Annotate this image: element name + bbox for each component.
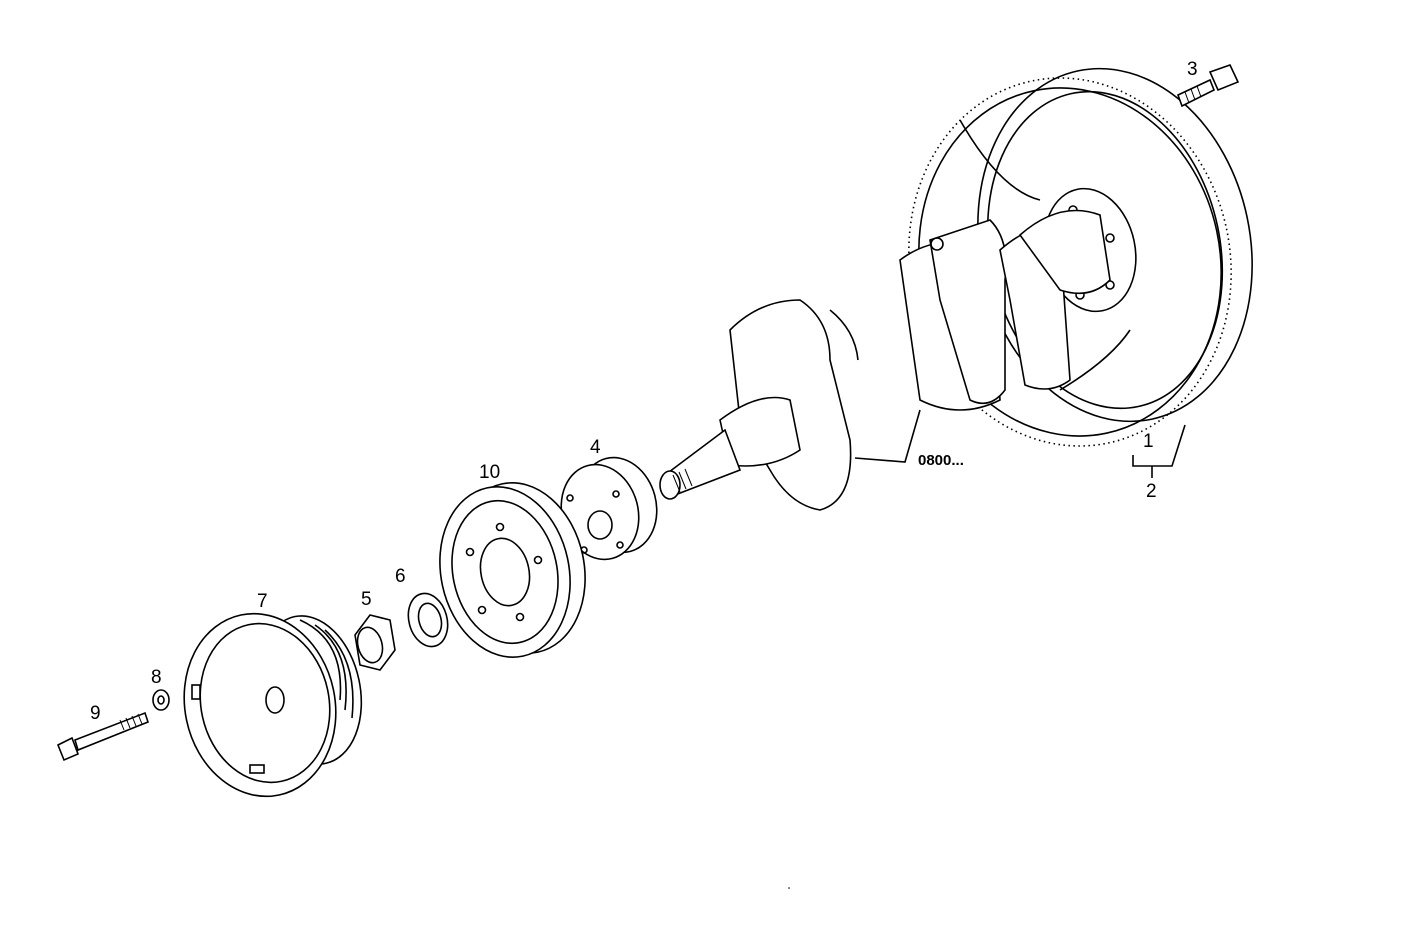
bolt-3 (1176, 64, 1240, 108)
callout-4: 4 (590, 437, 601, 458)
pulley-7 (183, 612, 363, 798)
nut (354, 614, 396, 671)
callout-6: 6 (395, 566, 406, 587)
callout-1: 1 (1143, 431, 1154, 452)
washer (152, 689, 170, 711)
lock-washer (407, 592, 449, 648)
callout-2: 2 (1146, 481, 1157, 502)
crankshaft (659, 209, 1111, 511)
callout-9: 9 (90, 703, 101, 724)
callout-5: 5 (361, 589, 372, 610)
callout-7: 7 (257, 591, 268, 612)
reference-label: 0800... (918, 452, 964, 469)
callout-3: 3 (1187, 59, 1198, 80)
group-bracket (1132, 424, 1186, 467)
pulley-10 (439, 482, 586, 658)
bolt-9 (56, 711, 149, 762)
callout-8: 8 (151, 667, 162, 688)
callout-10: 10 (479, 462, 501, 483)
hub (560, 456, 658, 561)
